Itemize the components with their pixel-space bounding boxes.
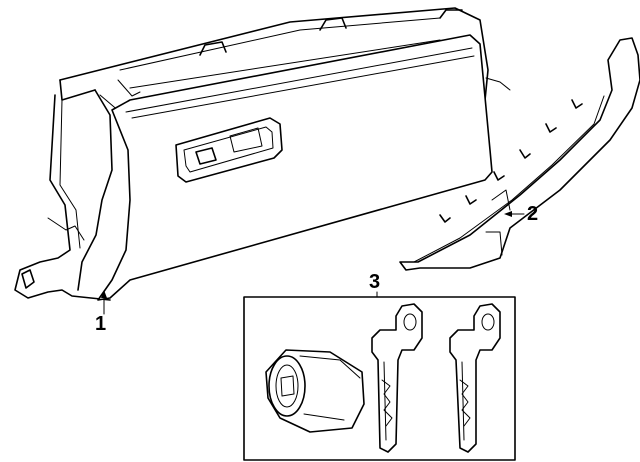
lock-cylinder bbox=[265, 349, 365, 433]
trim-panel bbox=[399, 37, 640, 271]
callout-1: 1 bbox=[95, 313, 107, 335]
inset-frame bbox=[243, 296, 516, 461]
glove-box-assembly bbox=[14, 7, 511, 301]
callout-2: 2 bbox=[527, 203, 539, 225]
leader-line-2 bbox=[504, 211, 525, 217]
callout-3: 3 bbox=[369, 271, 381, 293]
key-blank-right bbox=[449, 303, 501, 453]
leader-line-1 bbox=[101, 290, 107, 315]
key-blank-left bbox=[371, 303, 423, 453]
